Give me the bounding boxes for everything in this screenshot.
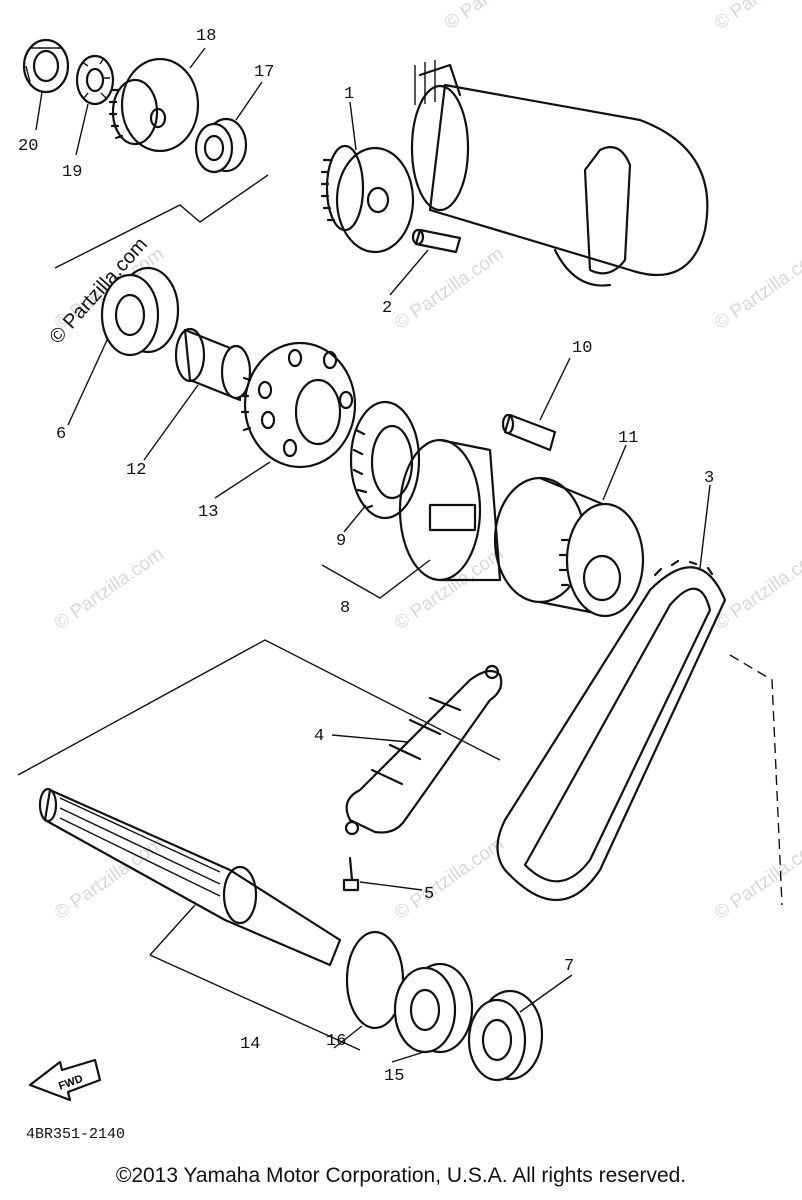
part-15-bearing [393, 962, 474, 1054]
callout-2: 2 [382, 299, 392, 318]
callout-5: 5 [424, 885, 434, 904]
part-7-oil-seal [467, 989, 544, 1082]
callout-15: 15 [384, 1067, 404, 1086]
part-4-chain-guide [344, 664, 503, 836]
watermark-text: © Partzilla.com [711, 833, 802, 924]
watermark-text: © Partzilla.com [711, 243, 802, 334]
part-10-pin [501, 413, 557, 452]
part-13-sprocket [240, 341, 357, 469]
watermark-text: © Partzilla.com [441, 0, 558, 34]
part-18-gear [108, 57, 200, 153]
part-3-chain [496, 559, 727, 902]
forward-arrow-icon: FWD [28, 1058, 102, 1102]
part-2-pin [411, 228, 462, 254]
watermark-text: © Partzilla.com [391, 833, 508, 924]
watermark-text: © Partzilla.com [711, 543, 802, 634]
part-9-one-way-clutch [349, 400, 421, 520]
watermark-text: © Partzilla.com [711, 0, 802, 34]
callout-17: 17 [254, 63, 274, 82]
part-17-bearing [194, 117, 248, 174]
callout-14: 14 [240, 1035, 260, 1054]
part-6-bearing [100, 266, 180, 357]
forward-arrow-label: FWD [57, 1073, 85, 1093]
diagram-part-code: 4BR351-2140 [26, 1126, 126, 1143]
group-bracket-4-14 [17, 639, 501, 776]
callout-3: 3 [704, 469, 714, 488]
callout-20: 20 [18, 137, 38, 156]
callout-13: 13 [198, 503, 218, 522]
group-bracket-8-9 [321, 559, 431, 599]
guide-line-right [729, 654, 783, 906]
watermark-text: © Partzilla.com [51, 543, 168, 634]
part-5-bolt [342, 856, 360, 892]
callout-6: 6 [56, 425, 66, 444]
group-bracket-14-16 [149, 904, 361, 1051]
callout-4: 4 [314, 727, 324, 746]
leader-lines [35, 47, 711, 1063]
watermark-text: © Partzilla.com [391, 243, 508, 334]
callout-7: 7 [564, 957, 574, 976]
group-bracket-17-20 [54, 174, 269, 269]
watermark-layer: © Partzilla.com © Partzilla.com © Partzill… [45, 0, 802, 924]
callout-9: 9 [336, 532, 346, 551]
copyright-notice: ©2013 Yamaha Motor Corporation, U.S.A. A… [115, 1164, 687, 1187]
part-14-shaft [38, 787, 342, 967]
callout-1: 1 [344, 85, 354, 104]
part-8-clutch-hub [398, 438, 502, 582]
callout-16: 16 [326, 1032, 346, 1051]
callout-12: 12 [126, 461, 146, 480]
starter-motor [410, 60, 709, 287]
part-11-sprocket-gear [493, 476, 645, 618]
callout-18: 18 [196, 27, 216, 46]
callout-19: 19 [62, 163, 82, 182]
part-1-gear [320, 144, 415, 254]
watermark-text: © Partzilla.com [391, 543, 508, 634]
part-19-lock-washer [75, 54, 115, 106]
callout-8: 8 [340, 599, 350, 618]
callout-11: 11 [618, 429, 638, 448]
part-12-bushing [174, 327, 252, 402]
callout-10: 10 [572, 339, 592, 358]
part-20-nut [22, 38, 70, 94]
